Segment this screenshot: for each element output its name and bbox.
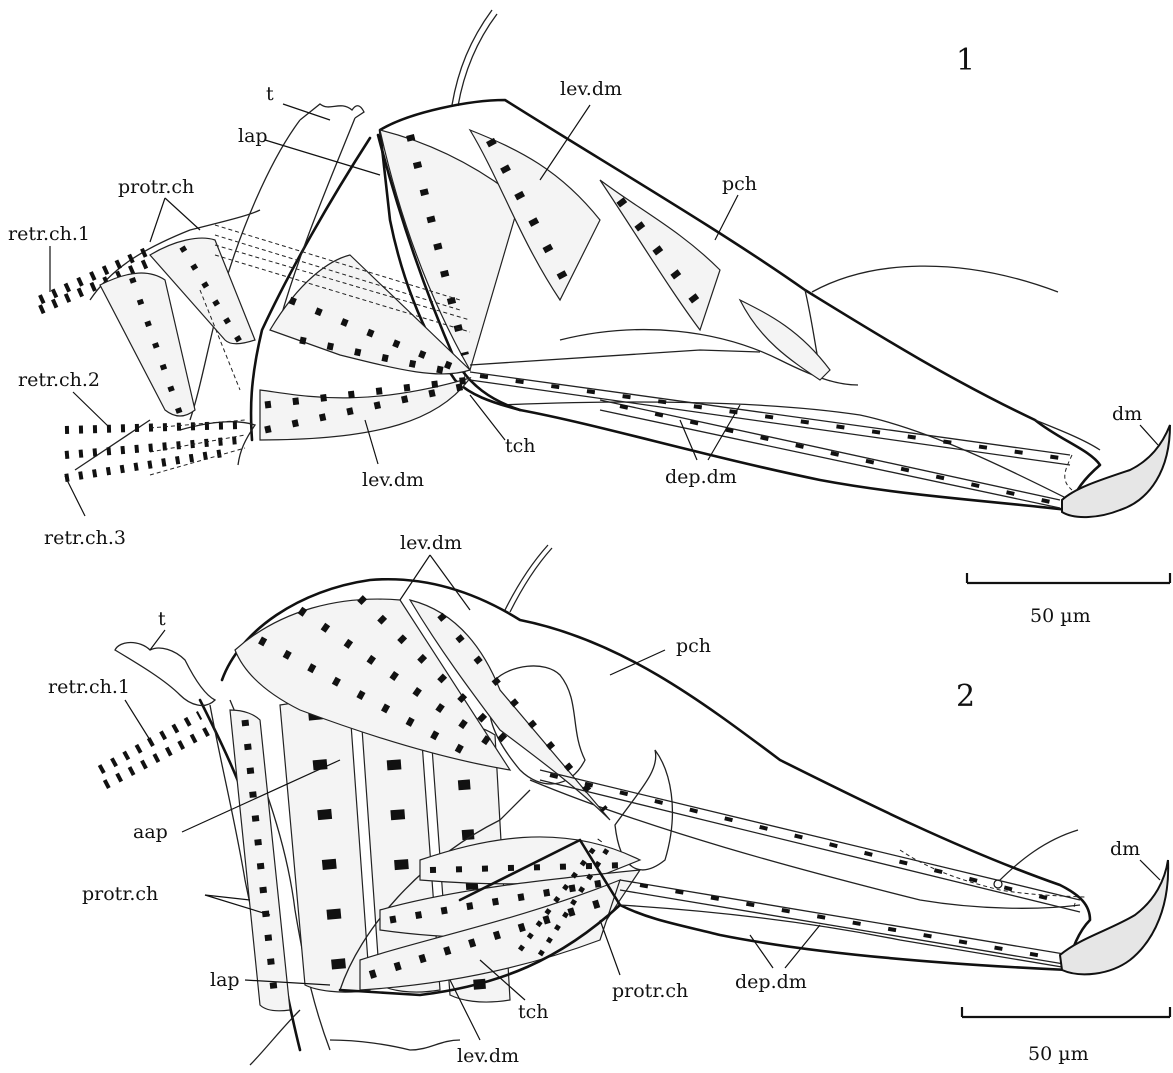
label-lap: lap <box>238 125 268 147</box>
figure-number-1: 1 <box>956 43 975 78</box>
label-tch: tch <box>505 435 536 457</box>
label-retr-ch-1: retr.ch.1 <box>48 676 130 698</box>
depressor-muscles-1 <box>470 350 1070 508</box>
fang-2 <box>1060 860 1168 974</box>
label-dm: dm <box>1110 838 1140 860</box>
label-pch: pch <box>722 173 757 195</box>
label-retr-ch-1: retr.ch.1 <box>8 223 90 245</box>
figure-2: lev.dm t pch retr.ch.1 aap protr.ch lap … <box>48 532 1170 1067</box>
seta-1-right <box>812 266 1058 292</box>
label-dm: dm <box>1112 403 1142 425</box>
figure-1: t lap lev.dm pch protr.ch retr.ch.1 retr… <box>8 10 1170 627</box>
label-lev-dm-bottom: lev.dm <box>362 469 424 491</box>
label-lap: lap <box>210 969 240 991</box>
label-lev-dm-top: lev.dm <box>560 78 622 100</box>
retractor-muscles-2 <box>100 715 210 785</box>
label-retr-ch-2: retr.ch.2 <box>18 369 100 391</box>
label-dep-dm: dep.dm <box>735 971 807 993</box>
label-protr-ch: protr.ch <box>118 176 194 198</box>
label-t: t <box>266 83 274 105</box>
figure-number-2: 2 <box>956 679 975 714</box>
tendon-1 <box>300 104 364 120</box>
label-protr-ch-right: protr.ch <box>612 980 688 1002</box>
label-t: t <box>158 608 166 630</box>
label-dep-dm: dep.dm <box>665 466 737 488</box>
scale-label-1: 50 µm <box>1030 605 1091 627</box>
scale-bar-2: 50 µm <box>962 1007 1170 1065</box>
label-tch: tch <box>518 1001 549 1023</box>
label-lev-dm-bottom: lev.dm <box>457 1045 519 1067</box>
scale-label-2: 50 µm <box>1028 1043 1089 1065</box>
label-protr-ch-left: protr.ch <box>82 883 158 905</box>
scale-bar-1: 50 µm <box>967 573 1170 627</box>
label-aap: aap <box>133 821 168 843</box>
label-retr-ch-3: retr.ch.3 <box>44 527 126 549</box>
label-pch: pch <box>676 635 711 657</box>
label-lev-dm-top: lev.dm <box>400 532 462 554</box>
